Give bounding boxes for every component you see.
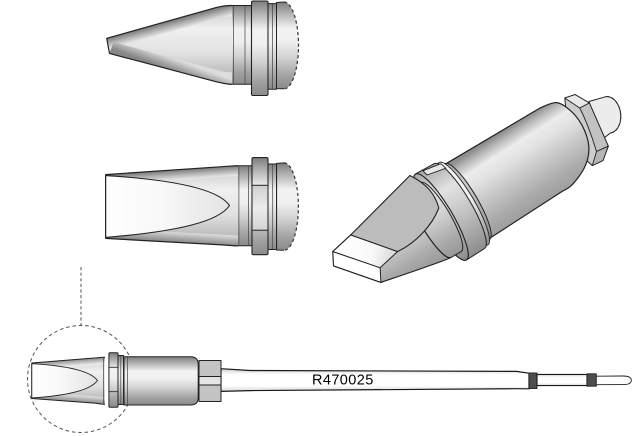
svg-text:R470025: R470025 bbox=[312, 372, 374, 388]
